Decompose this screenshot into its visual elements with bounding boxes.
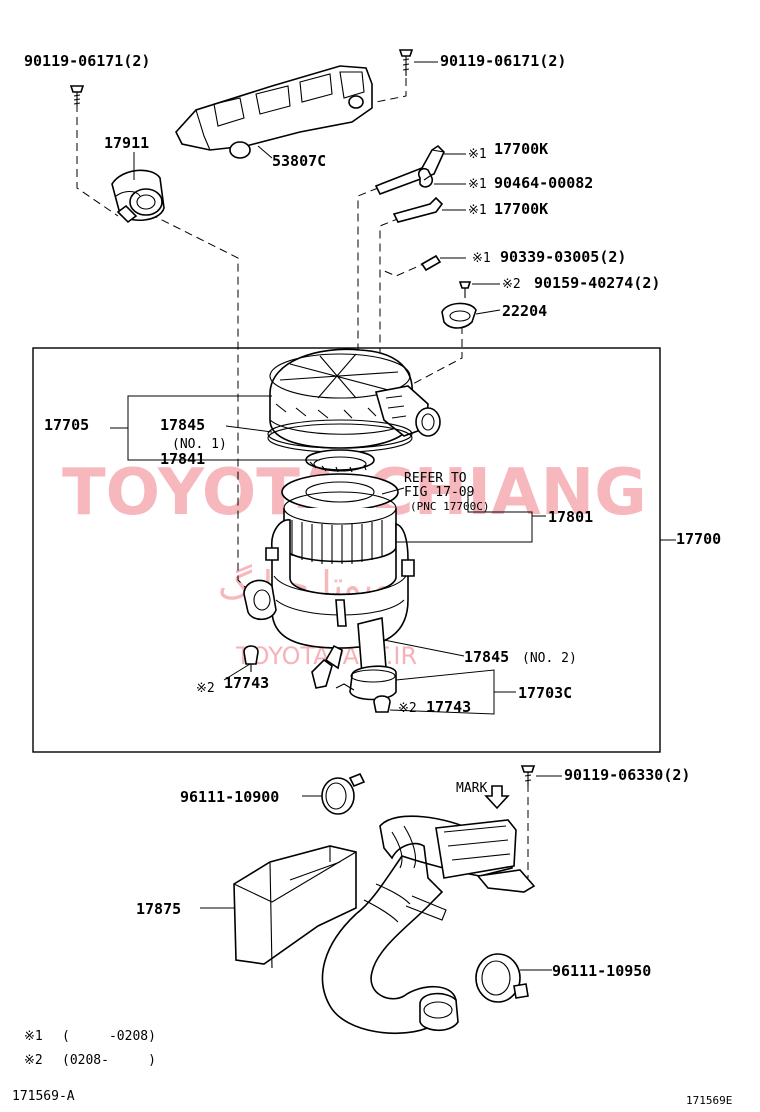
label-17743-left: 17743	[224, 674, 269, 692]
assembly-box-17700	[32, 347, 661, 753]
label-17845-no2-tag: (NO. 2)	[522, 651, 577, 666]
intake-hose	[321, 815, 536, 1035]
footer: 171569-A 171569E	[12, 1089, 732, 1107]
label-17700: 17700	[676, 530, 721, 548]
label-90119-06171-left: 90119-06171(2)	[24, 52, 150, 70]
label-17911: 17911	[104, 134, 149, 152]
label-17845-no1-tag: (NO. 1)	[172, 437, 227, 452]
seal-17841	[305, 449, 375, 473]
marker-1-17700k-lower: ※1	[468, 203, 487, 218]
label-17703c: 17703C	[518, 684, 572, 702]
label-17743-right: 17743	[426, 698, 471, 716]
footnote-2-mark: ※2	[24, 1053, 43, 1068]
label-17705: 17705	[44, 416, 89, 434]
label-22204: 22204	[502, 302, 547, 320]
label-17841: 17841	[160, 450, 205, 468]
label-90339-03005: 90339-03005(2)	[500, 248, 626, 266]
footnote-1-text: ( -0208)	[62, 1029, 156, 1044]
label-53807c: 53807C	[272, 152, 326, 170]
label-17875: 17875	[136, 900, 181, 918]
clamp-96111-10900	[321, 772, 366, 815]
label-90159-40274: 90159-40274(2)	[534, 274, 660, 292]
label-17700k-lower: 17700K	[494, 200, 548, 218]
marker-2-17743-left: ※2	[196, 681, 215, 696]
dashed-guides	[76, 78, 529, 878]
grommet-17743-left	[243, 645, 259, 672]
footer-right-code: 171569E	[686, 1094, 732, 1107]
label-mark: MARK	[456, 781, 487, 796]
refer-line-2: FIG 17-09	[404, 485, 474, 500]
element-17801	[281, 473, 399, 564]
air-cleaner-cap-17705	[269, 348, 441, 449]
part-labels: 90119-06171(2) 90119-06171(2) 17911 5380…	[24, 52, 721, 980]
clip-90464	[417, 167, 434, 188]
marker-1-90464: ※1	[468, 177, 487, 192]
footnote-1-mark: ※1	[24, 1029, 43, 1044]
sensor-22204	[441, 302, 477, 329]
grommet-17743-right	[373, 695, 391, 713]
hose-17700k-upper	[374, 144, 445, 195]
marker-2-17743-right: ※2	[398, 701, 417, 716]
bracket-53807c	[175, 65, 373, 159]
hose-17700k-lower	[392, 196, 444, 223]
label-17801: 17801	[548, 508, 593, 526]
label-96111-10950: 96111-10950	[552, 962, 651, 980]
bracket-feet	[311, 644, 343, 689]
case-body	[243, 519, 415, 649]
screw-90159	[458, 281, 472, 298]
marker-1-90339: ※1	[472, 251, 491, 266]
footnote-2-text: (0208- )	[62, 1053, 156, 1068]
marker-1-17700k-upper: ※1	[468, 147, 487, 162]
bolt-90119-06171-right	[398, 49, 414, 76]
footnotes: ※1 ( -0208) ※2 (0208- )	[24, 1029, 156, 1068]
bolt-90119-06171-left	[69, 85, 85, 106]
outlet-17703c	[335, 616, 397, 701]
marker-2-90159: ※2	[502, 277, 521, 292]
label-17700k-upper: 17700K	[494, 140, 548, 158]
label-17845-no1: 17845	[160, 416, 205, 434]
refer-line-1: REFER TO	[404, 471, 467, 486]
label-17845-no2: 17845	[464, 648, 509, 666]
resonator-17875	[233, 845, 357, 969]
clamp-96111-10950	[475, 953, 529, 1003]
leader-lines	[110, 61, 676, 971]
refer-line-3: (PNC 17700C)	[410, 500, 489, 513]
plug-90339	[420, 254, 442, 272]
mark-arrow	[484, 785, 510, 810]
label-90464-00082: 90464-00082	[494, 174, 593, 192]
label-90119-06330: 90119-06330(2)	[564, 766, 690, 784]
bolt-90119-06330	[520, 765, 536, 786]
footer-left-code: 171569-A	[12, 1089, 75, 1104]
label-90119-06171-right: 90119-06171(2)	[440, 52, 566, 70]
label-96111-10900: 96111-10900	[180, 788, 279, 806]
duct-17911	[111, 169, 165, 224]
